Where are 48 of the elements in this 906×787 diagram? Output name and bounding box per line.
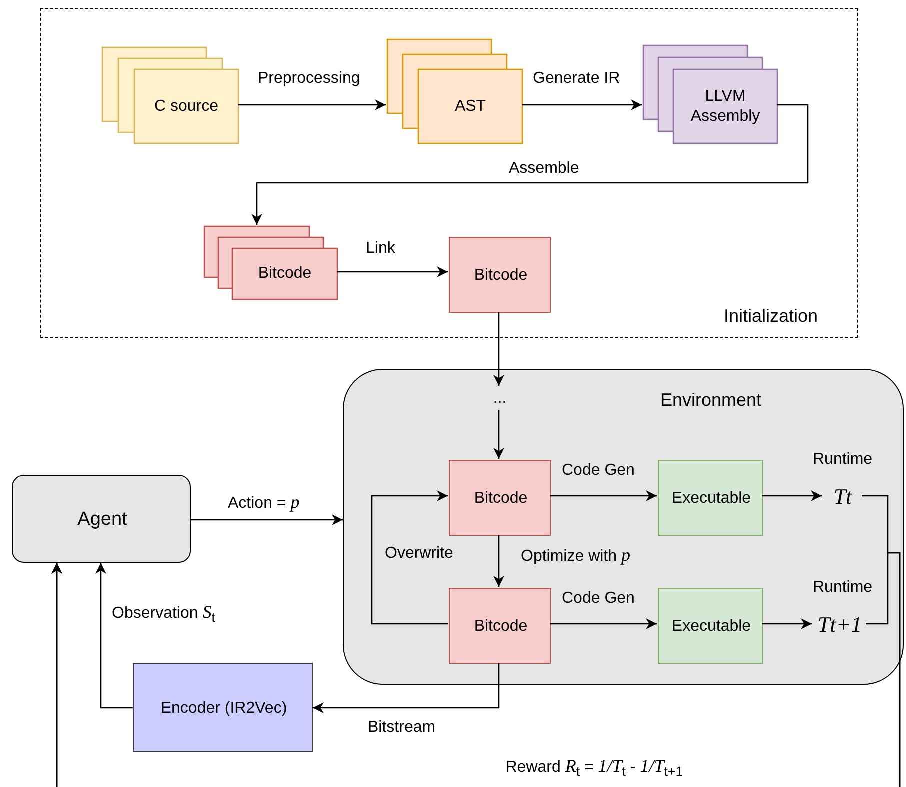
arrow: [52, 552, 901, 787]
stacked-document-box: [102, 47, 239, 144]
arrow: [494, 410, 504, 459]
node-label: LLVM Assembly: [690, 86, 762, 126]
arrow: [252, 104, 809, 225]
encoder-box: [133, 663, 313, 752]
runtime-caption: Runtime: [813, 579, 873, 597]
arrow: [191, 514, 343, 526]
group-title: Environment: [659, 388, 763, 412]
stacked-document-box: [643, 45, 778, 144]
dashed-group-frame: [40, 8, 858, 338]
arrow: [550, 618, 657, 630]
node-label: Executable: [670, 489, 752, 509]
group-title: Initialization: [722, 304, 820, 328]
arrow: [762, 490, 822, 502]
process-box: [449, 460, 551, 536]
arrow: [762, 618, 812, 630]
edge-label: Preprocessing: [256, 70, 362, 88]
arrow: [313, 663, 500, 714]
node-label: Bitcode: [473, 266, 529, 286]
stacked-document-box: [387, 39, 523, 144]
process-box: [658, 460, 763, 536]
arrow: [238, 100, 386, 110]
arrow: [494, 535, 504, 587]
arrow: [96, 563, 133, 709]
node-label: Executable: [670, 617, 752, 637]
node-label: AST: [454, 96, 488, 116]
process-box: [658, 588, 763, 664]
agent-box: [12, 475, 191, 563]
runtime-caption: Runtime: [813, 451, 873, 469]
process-box: [449, 237, 551, 313]
stacked-document-box: [204, 226, 338, 300]
arrow: [494, 312, 504, 386]
node-label: Bitcode: [473, 617, 529, 637]
math-symbol: Tt+1: [816, 611, 864, 639]
arrow: [522, 100, 642, 110]
node-label: ...: [492, 389, 508, 409]
math-symbol: Tt: [832, 483, 854, 511]
process-box: [449, 588, 551, 664]
node-label: Encoder (IR2Vec): [160, 698, 288, 718]
node-label: C source: [153, 96, 220, 116]
node-label: Agent: [76, 508, 128, 532]
node-label: Bitcode: [257, 264, 313, 284]
node-label: Bitcode: [473, 489, 529, 509]
arrow: [337, 266, 448, 278]
arrow: [550, 490, 657, 502]
arrow: [371, 490, 448, 625]
environment-panel: [343, 369, 904, 685]
